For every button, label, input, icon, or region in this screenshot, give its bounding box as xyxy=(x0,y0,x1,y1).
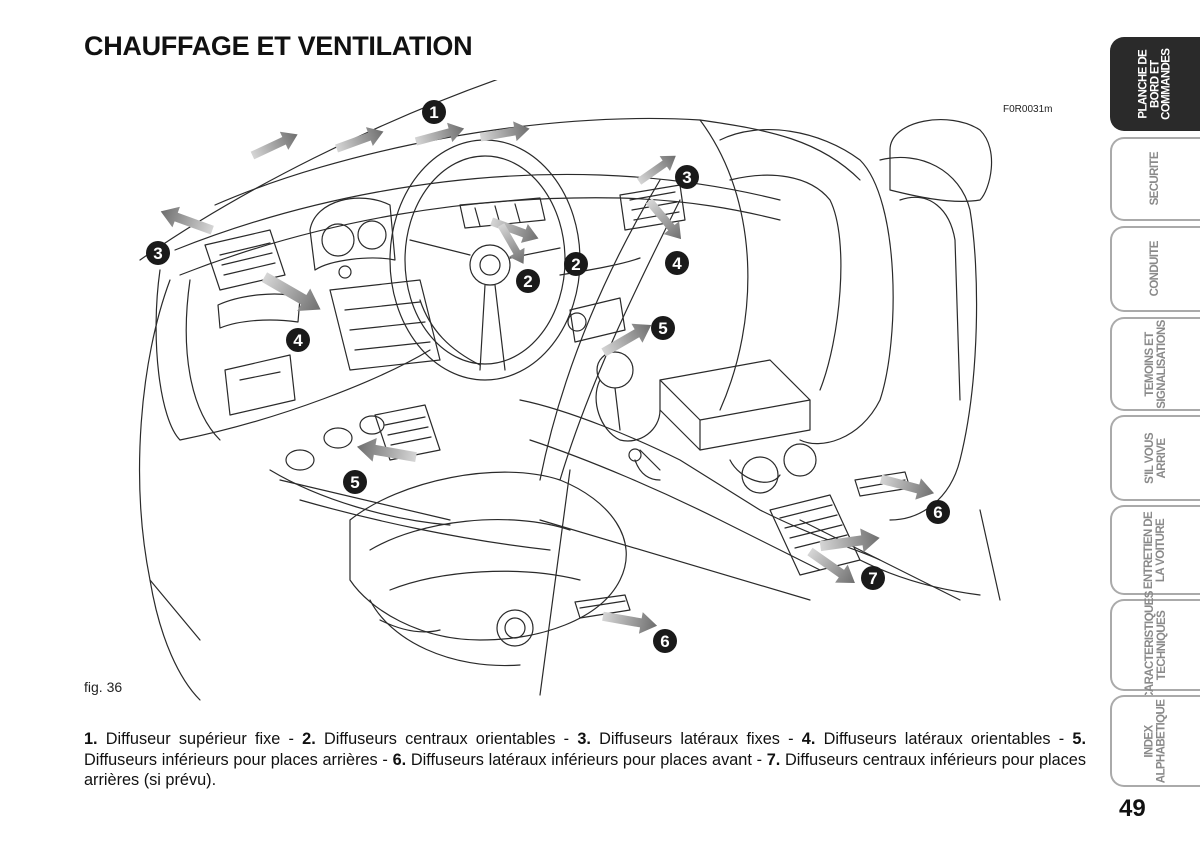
svg-text:6: 6 xyxy=(660,632,669,651)
tab-entretien[interactable]: ENTRETIEN DE LA VOITURE xyxy=(1110,505,1200,595)
tab-index[interactable]: INDEX ALPHABETIQUE xyxy=(1110,695,1200,787)
page-title: CHAUFFAGE ET VENTILATION xyxy=(84,31,473,61)
figure-caption: 1. Diffuseur supérieur fixe - 2. Diffuse… xyxy=(84,729,1086,791)
callout-3: 3 xyxy=(675,165,699,189)
caption-number: 1. xyxy=(84,730,98,748)
callout-5: 5 xyxy=(651,316,675,340)
caption-text: Diffuseur supérieur fixe - xyxy=(97,730,303,748)
svg-text:3: 3 xyxy=(153,244,162,263)
caption-text: Diffuseurs latéraux fixes - xyxy=(590,730,802,748)
svg-text:5: 5 xyxy=(658,319,667,338)
svg-text:3: 3 xyxy=(682,168,691,187)
callout-5: 5 xyxy=(343,470,367,494)
callout-1: 1 xyxy=(422,100,446,124)
svg-text:4: 4 xyxy=(672,254,682,273)
svg-text:5: 5 xyxy=(350,473,359,492)
tab-label: CARACTERISTIQUES TECHNIQUES xyxy=(1143,590,1168,700)
caption-number: 7. xyxy=(766,750,781,769)
airflow-arrows xyxy=(156,118,937,637)
callout-6: 6 xyxy=(653,629,677,653)
tab-caracteristiques[interactable]: CARACTERISTIQUES TECHNIQUES xyxy=(1110,591,1200,699)
callout-4: 4 xyxy=(665,251,689,275)
caption-text: Diffuseurs centraux orientables - xyxy=(315,730,578,748)
caption-text: Diffuseurs latéraux orientables - xyxy=(815,730,1073,748)
tab-label: CONDUITE xyxy=(1149,241,1162,297)
tab-label: INDEX ALPHABETIQUE xyxy=(1143,699,1168,783)
page-number: 49 xyxy=(1119,795,1146,822)
caption-text: Diffuseurs latéraux inférieurs pour plac… xyxy=(406,750,767,769)
caption-number: 2. xyxy=(302,730,316,748)
svg-text:2: 2 xyxy=(523,272,532,291)
callout-7: 7 xyxy=(861,566,885,590)
tab-sil-vous-arrive[interactable]: S'IL VOUS ARRIVE xyxy=(1110,415,1200,501)
caption-text: Diffuseurs inférieurs pour places arrièr… xyxy=(84,750,393,769)
tab-label: ENTRETIEN DE LA VOITURE xyxy=(1143,511,1168,589)
callout-6: 6 xyxy=(926,500,950,524)
callout-2: 2 xyxy=(564,252,588,276)
figure-label: fig. 36 xyxy=(84,679,123,695)
caption-number: 3. xyxy=(577,730,591,748)
svg-text:2: 2 xyxy=(571,255,580,274)
tab-label: TEMOINS ET SIGNALISATIONS xyxy=(1143,319,1168,409)
svg-text:6: 6 xyxy=(933,503,942,522)
svg-text:1: 1 xyxy=(429,103,438,122)
tab-securite[interactable]: SECURITE xyxy=(1110,137,1200,221)
tab-label: PLANCHE DE BORD ET COMMANDES xyxy=(1137,48,1173,120)
tab-planche-de-bord[interactable]: PLANCHE DE BORD ET COMMANDES xyxy=(1110,37,1200,131)
tab-conduite[interactable]: CONDUITE xyxy=(1110,226,1200,312)
callout-2: 2 xyxy=(516,269,540,293)
svg-text:4: 4 xyxy=(293,331,303,350)
caption-number: 6. xyxy=(392,750,407,769)
caption-number: 4. xyxy=(801,730,816,748)
car-line-art xyxy=(139,80,1001,701)
ventilation-illustration: 1 2 2 3 3 4 4 5 5 6 6 7 xyxy=(139,80,1001,701)
tab-label: SECURITE xyxy=(1149,152,1162,206)
callout-4: 4 xyxy=(286,328,310,352)
tab-temoins[interactable]: TEMOINS ET SIGNALISATIONS xyxy=(1110,317,1200,411)
tab-label: S'IL VOUS ARRIVE xyxy=(1143,432,1168,484)
figure-code: F0R0031m xyxy=(1003,104,1053,115)
callout-3: 3 xyxy=(146,241,170,265)
caption-number: 5. xyxy=(1072,730,1087,748)
svg-text:7: 7 xyxy=(868,569,877,588)
caption-text: Diffuseurs centraux inférieurs pour plac… xyxy=(84,750,1087,790)
